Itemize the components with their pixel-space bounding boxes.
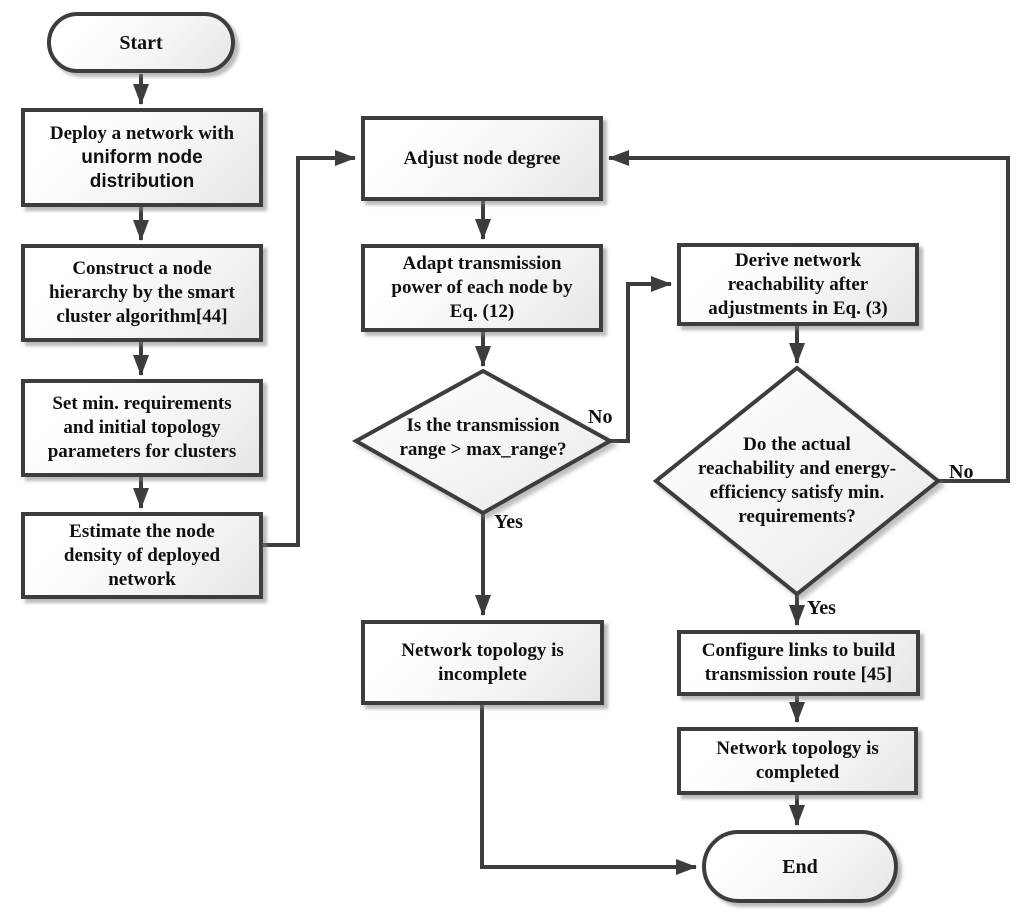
decision-reachability-shape	[652, 365, 942, 597]
node-topology-completed: Network topology is completed	[677, 727, 918, 795]
node-deploy-network-line2: uniform node distribution	[81, 146, 203, 192]
node-construct-hierarchy-label: Construct a node hierarchy by the smart …	[49, 258, 235, 327]
label-reach-yes: Yes	[807, 597, 836, 619]
label-range-yes: Yes	[494, 511, 523, 533]
node-configure-links: Configure links to build transmission ro…	[677, 630, 920, 696]
edge-estimate-adjust	[263, 150, 356, 547]
node-construct-hierarchy: Construct a node hierarchy by the smart …	[21, 244, 263, 342]
node-derive-reachability-label: Derive network reachability after adjust…	[708, 249, 888, 319]
node-adjust-node-degree: Adjust node degree	[361, 116, 603, 201]
label-range-no: No	[588, 406, 613, 428]
node-start: Start	[47, 12, 235, 73]
node-set-min-requirements: Set min. requirements and initial topolo…	[21, 379, 263, 477]
node-start-label: Start	[119, 31, 163, 54]
node-deploy-network-line1: Deploy a network with	[49, 122, 235, 144]
node-topology-incomplete: Network topology is incomplete	[361, 620, 604, 705]
node-deploy-network: Deploy a network with uniform node distr…	[21, 108, 263, 207]
edge-decision-reach-no-adjust	[608, 150, 1010, 483]
node-estimate-density: Estimate the node density of deployed ne…	[21, 512, 263, 599]
node-adapt-transmission-power-label: Adapt transmission power of each node by…	[391, 253, 573, 322]
node-adapt-transmission-power: Adapt transmission power of each node by…	[361, 244, 603, 332]
decision-transmission-range-label: Is the transmission range > max_range?	[399, 415, 567, 460]
node-end-label: End	[782, 855, 818, 878]
node-adjust-node-degree-label: Adjust node degree	[403, 147, 561, 169]
edge-incomplete-end	[480, 705, 697, 875]
node-topology-completed-label: Network topology is completed	[716, 738, 879, 783]
node-configure-links-label: Configure links to build transmission ro…	[701, 640, 896, 685]
node-estimate-density-label: Estimate the node density of deployed ne…	[63, 520, 221, 590]
node-derive-reachability: Derive network reachability after adjust…	[677, 243, 919, 326]
node-set-min-requirements-label: Set min. requirements and initial topolo…	[47, 393, 237, 462]
decision-transmission-range-shape	[351, 368, 615, 516]
node-end: End	[702, 830, 898, 903]
node-topology-incomplete-label: Network topology is incomplete	[401, 639, 564, 685]
label-reach-no: No	[949, 461, 974, 483]
edge-decision-range-no-derive	[608, 276, 672, 443]
node-deploy-network-label: Deploy a network with uniform node distr…	[50, 98, 234, 218]
decision-reachability-label: Do the actual reachability and energy- e…	[697, 434, 897, 527]
